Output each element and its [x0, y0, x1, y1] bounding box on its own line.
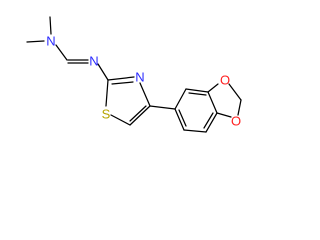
- bond-benz-6-1-inner: [178, 109, 187, 127]
- chemical-structure-diagram: N N N S O O: [26, 16, 242, 133]
- bond-n-methyl-left: [26, 40, 45, 43]
- bond-benz-1-2: [174, 88, 187, 110]
- bond-benz-2-3-inner: [188, 92, 207, 96]
- bond-c4-aryl: [149, 105, 176, 110]
- bond-o-upper-ch2: [228, 83, 242, 101]
- atom-n-imine: N: [89, 54, 98, 69]
- bond-benz-2-3: [185, 88, 209, 93]
- bond-n3-c4: [139, 82, 151, 107]
- atom-n-thiazole: N: [135, 70, 144, 85]
- atom-o-upper: O: [220, 73, 230, 88]
- bond-c2-n3-b: [111, 81, 134, 85]
- atom-o-lower: O: [231, 114, 241, 129]
- bond-ch2-o-lower: [237, 99, 242, 116]
- bonds: [26, 16, 242, 133]
- bond-n-imine-c2: [97, 63, 109, 81]
- bond-benz-4-5: [205, 112, 218, 133]
- bond-o-lower-c4: [216, 112, 232, 118]
- atom-s-thiazole: S: [102, 107, 111, 122]
- bond-c2-n3-a: [107, 76, 135, 81]
- bond-s1-c2: [105, 79, 109, 107]
- bond-n-ch: [55, 44, 68, 61]
- bond-c4-c5-b: [129, 105, 147, 122]
- atom-n-dimethyl: N: [46, 34, 55, 49]
- bond-c3-o-upper: [207, 83, 219, 93]
- bond-benz-4-5-inner: [203, 112, 214, 129]
- bond-c4-c5-a: [129, 105, 151, 126]
- bond-benz-5-6: [183, 129, 207, 133]
- bond-benz-3-4: [207, 91, 218, 114]
- bond-n-methyl-top: [49, 16, 52, 35]
- bond-benz-6-1: [174, 108, 185, 131]
- bond-c5-s1: [110, 114, 131, 126]
